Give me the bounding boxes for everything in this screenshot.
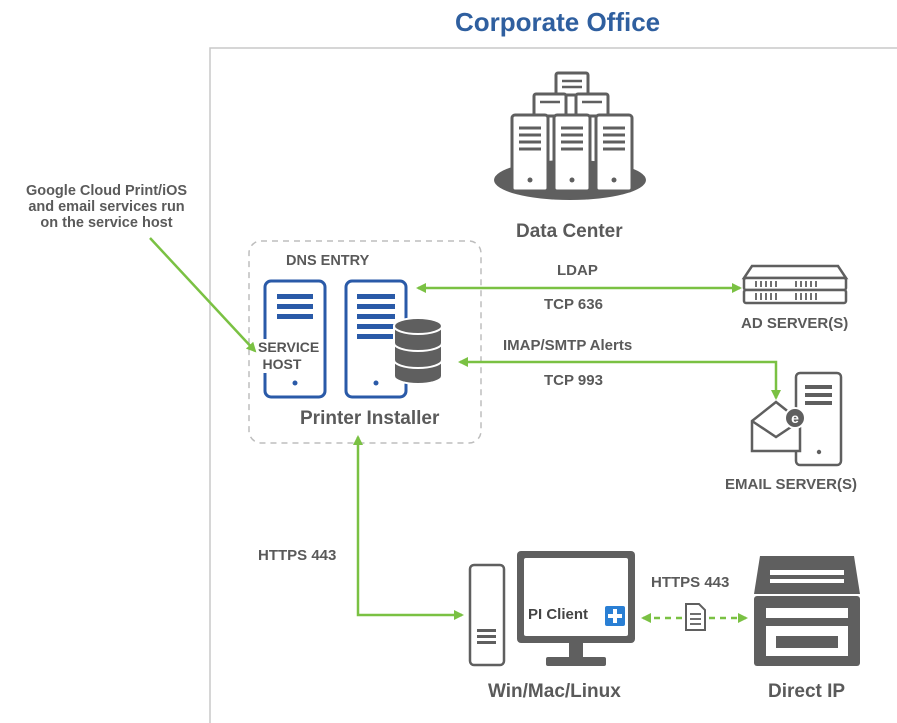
ldap-port-label: TCP 636	[544, 296, 603, 313]
svg-text:e: e	[791, 410, 799, 426]
page-title: Corporate Office	[455, 7, 661, 37]
email-server-label: EMAIL SERVER(S)	[725, 476, 857, 493]
note-line-3: on the service host	[40, 215, 173, 231]
https-client-label: HTTPS 443	[258, 547, 337, 564]
arrow-https-client	[353, 435, 464, 620]
service-host-line-2: HOST	[262, 356, 302, 372]
envelope-icon: e	[750, 400, 806, 453]
office-boundary	[209, 47, 897, 723]
document-icon	[685, 603, 706, 631]
data-center-servers-icon	[494, 71, 646, 200]
imap-port-label: TCP 993	[544, 372, 603, 389]
arrow-note-to-service-host	[149, 237, 257, 353]
client-os-label: Win/Mac/Linux	[488, 681, 621, 702]
data-center-label: Data Center	[516, 221, 623, 242]
dns-entry-label: DNS ENTRY	[286, 253, 370, 269]
desktop-tower-icon	[468, 563, 506, 667]
ad-server-rack-icon	[741, 264, 849, 305]
printer-icon	[754, 556, 860, 666]
plus-icon	[605, 606, 625, 626]
imap-label: IMAP/SMTP Alerts	[503, 337, 633, 354]
note-line-2: and email services run	[28, 199, 185, 215]
ad-server-label: AD SERVER(S)	[741, 315, 849, 332]
email-server-icon	[794, 371, 843, 467]
ldap-label: LDAP	[557, 262, 598, 279]
arrow-imap	[458, 357, 781, 400]
printer-installer-server-icon	[344, 279, 408, 399]
pi-client-label: PI Client	[528, 606, 589, 623]
monitor-icon	[517, 551, 635, 666]
database-icon	[393, 317, 443, 385]
https-printer-label: HTTPS 443	[651, 574, 730, 591]
printer-installer-label: Printer Installer	[300, 408, 440, 429]
note-line-1: Google Cloud Print/iOS	[25, 183, 188, 199]
service-host-line-1: SERVICE	[258, 339, 320, 355]
direct-ip-label: Direct IP	[768, 681, 846, 702]
service-host-note: Google Cloud Print/iOS and email service…	[4, 183, 209, 231]
service-host-label: SERVICE HOST	[258, 339, 320, 373]
